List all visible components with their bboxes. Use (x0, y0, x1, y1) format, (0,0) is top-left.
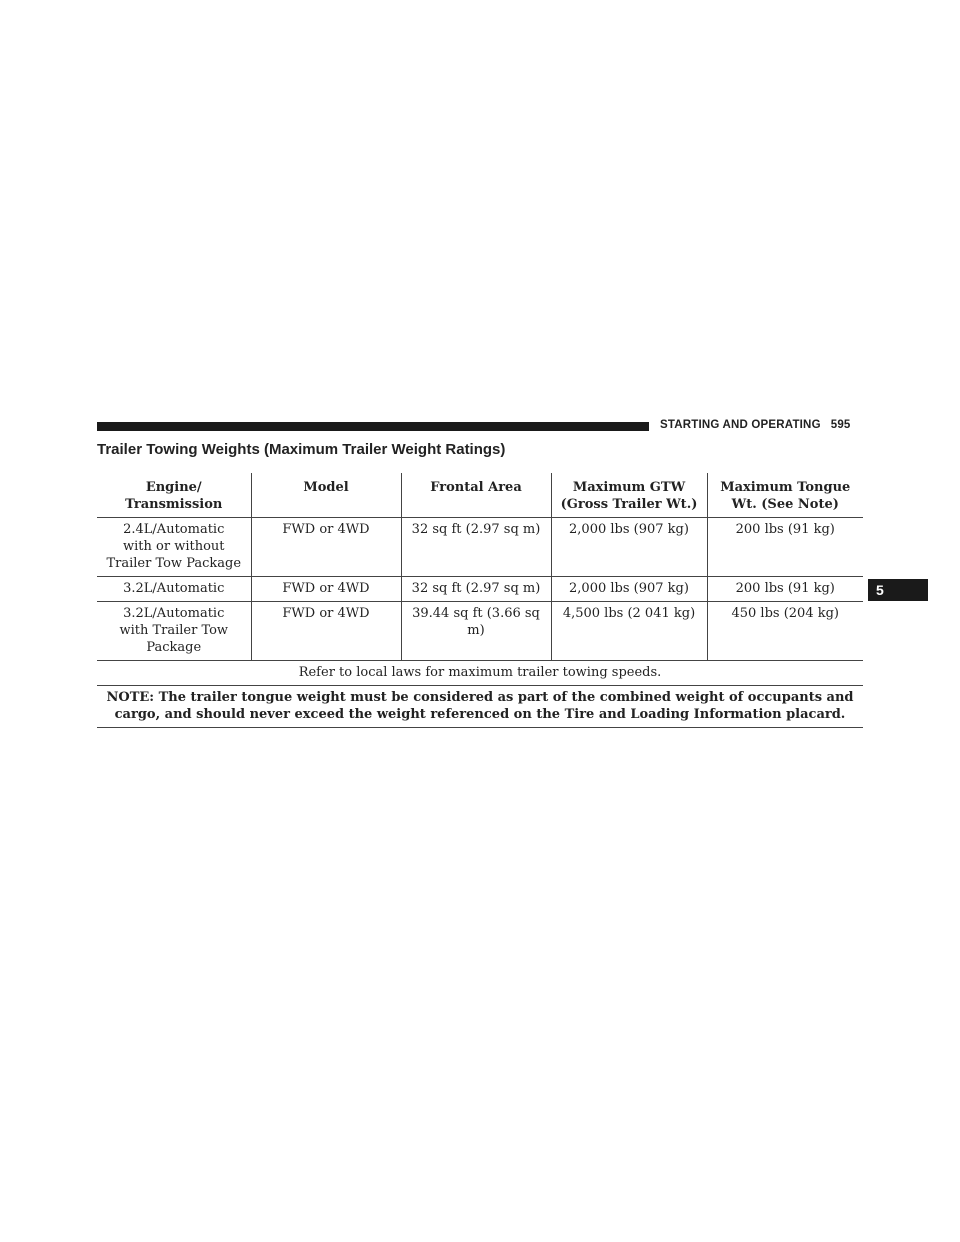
table-footer-row: Refer to local laws for maximum trailer … (97, 660, 863, 686)
cell-engine: 3.2L/Automatic (97, 576, 252, 602)
header-rule (97, 422, 649, 431)
running-header: STARTING AND OPERATING 595 (660, 419, 851, 431)
table-note-row: NOTE: The trailer tongue weight must be … (97, 685, 863, 728)
towing-weights-table: Engine/Transmission Model Frontal Area M… (97, 473, 863, 728)
cell-max-gtw: 2,000 lbs (907 kg) (551, 576, 708, 602)
section-title: Trailer Towing Weights (Maximum Trailer … (97, 441, 506, 458)
cell-frontal-area: 32 sq ft (2.97 sq m) (401, 576, 552, 602)
cell-max-gtw: 4,500 lbs (2 041 kg) (551, 601, 708, 661)
speed-note: Refer to local laws for maximum trailer … (97, 660, 863, 686)
cell-max-tongue: 450 lbs (204 kg) (707, 601, 863, 661)
table-header-row: Engine/Transmission Model Frontal Area M… (97, 473, 863, 518)
table-row: 3.2L/Automatic FWD or 4WD 32 sq ft (2.97… (97, 576, 863, 602)
column-header-max-gtw: Maximum GTW(Gross Trailer Wt.) (551, 473, 708, 518)
cell-max-tongue: 200 lbs (91 kg) (707, 576, 863, 602)
cell-max-gtw: 2,000 lbs (907 kg) (551, 517, 708, 577)
cell-model: FWD or 4WD (251, 601, 402, 661)
page-number: 595 (830, 419, 851, 431)
column-header-model: Model (251, 473, 402, 518)
cell-model: FWD or 4WD (251, 576, 402, 602)
column-header-frontal-area: Frontal Area (401, 473, 552, 518)
column-header-engine: Engine/Transmission (97, 473, 252, 518)
cell-max-tongue: 200 lbs (91 kg) (707, 517, 863, 577)
cell-frontal-area: 32 sq ft (2.97 sq m) (401, 517, 552, 577)
cell-model: FWD or 4WD (251, 517, 402, 577)
chapter-tab: 5 (868, 579, 928, 601)
tongue-weight-note: NOTE: The trailer tongue weight must be … (97, 685, 863, 728)
section-name: STARTING AND OPERATING (660, 419, 821, 431)
